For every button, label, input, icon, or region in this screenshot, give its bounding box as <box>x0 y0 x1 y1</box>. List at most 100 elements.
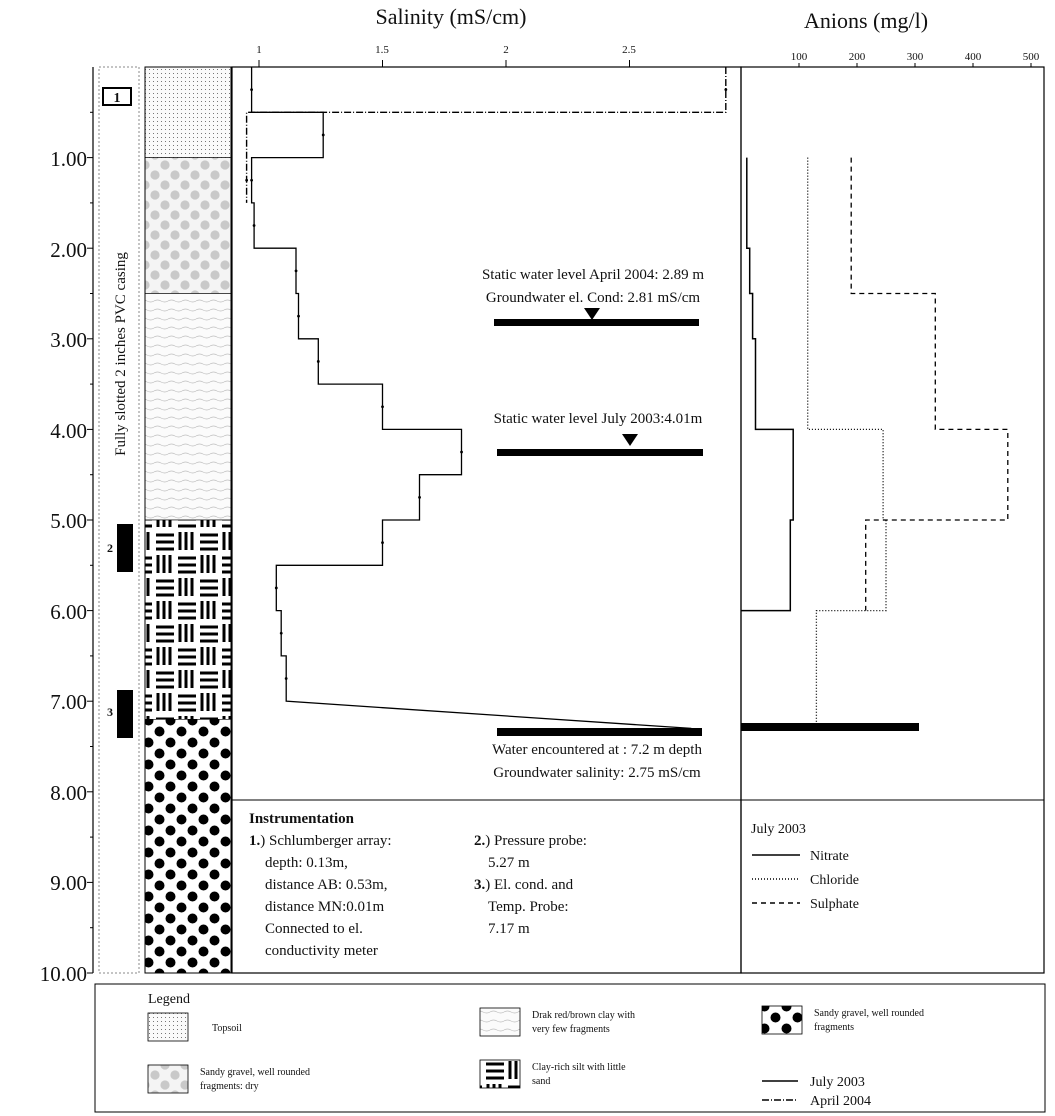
instrument-text: 7.17 m <box>488 921 530 937</box>
annotation-july-line1: Static water level July 2003:4.01m <box>494 411 703 427</box>
anions-line-chloride <box>807 157 887 729</box>
instrument-2-marker: 2 <box>107 541 113 555</box>
salinity-point <box>460 450 463 454</box>
instrumentation-line: 7.17 m <box>488 921 530 937</box>
salinity-point <box>724 88 728 92</box>
instrumentation-col2: 2.) Pressure probe:5.27 m3.) El. cond. a… <box>474 833 587 937</box>
anions-tick-label: 300 <box>907 51 924 63</box>
depth-tick-labels: 1.00 2.00 3.00 4.00 5.00 6.00 7.00 8.00 … <box>40 147 87 986</box>
lithology-layer-silt <box>144 519 232 720</box>
salinity-line-july-2003 <box>250 67 692 730</box>
legend-label: Clay-rich silt with little <box>532 1062 626 1073</box>
depth-tick-label: 6.00 <box>50 600 87 624</box>
instrumentation-line: Temp. Probe: <box>488 899 569 915</box>
annotation-april-line2: Groundwater el. Cond: 2.81 mS/cm <box>486 290 700 306</box>
legend-swatch-clay <box>479 1007 521 1037</box>
instrument-text: distance AB: 0.53m, <box>265 877 388 893</box>
salinity-point <box>381 541 384 545</box>
legend-label: Sandy gravel, well rounded <box>200 1067 310 1078</box>
legend-label: Topsoil <box>212 1023 242 1034</box>
lithology-layer-clay <box>144 293 232 521</box>
instrumentation-line: distance AB: 0.53m, <box>265 877 388 893</box>
salinity-point <box>250 178 253 182</box>
salinity-point <box>321 133 325 137</box>
legend-label: Drak red/brown clay with <box>532 1010 635 1021</box>
instrument-3-marker: 3 <box>107 705 113 719</box>
instrumentation-col1: 1.) Schlumberger array: depth: 0.13m, dist… <box>249 833 392 959</box>
instrumentation-line: Connected to el. <box>265 921 363 937</box>
depth-tick-marks <box>87 111 93 974</box>
instrument-number: 3. <box>474 877 486 893</box>
lithology-column-frame <box>144 66 232 974</box>
anions-axis-title: Anions (mg/l) <box>804 8 928 33</box>
annotation-water-line2: Groundwater salinity: 2.75 mS/cm <box>493 765 701 781</box>
lithology-column <box>144 66 232 974</box>
instrument-text: Connected to el. <box>265 921 363 937</box>
lithology-layer-gravel <box>144 719 232 974</box>
anions-legend-title: July 2003 <box>751 822 806 837</box>
instrument-1-box <box>102 87 132 106</box>
instrument-number: 1. <box>249 833 261 849</box>
legend-label: Sandy gravel, well rounded <box>814 1008 924 1019</box>
instrument-2-block <box>117 524 133 572</box>
water-level-marker-april-2004 <box>584 308 600 320</box>
anions-legend-label: Sulphate <box>810 897 859 912</box>
depth-tick-label: 10.00 <box>40 962 87 986</box>
anions-line-nitrate <box>741 157 794 612</box>
legend-label: very few fragments <box>532 1024 610 1035</box>
anions-plot-frame <box>740 66 1045 974</box>
instrument-text: depth: 0.13m, <box>265 855 348 871</box>
instrument-1-marker: 1 <box>114 91 121 106</box>
salinity-axis-title: Salinity (mS/cm) <box>376 4 527 29</box>
instrument-text: Temp. Probe: <box>488 899 569 915</box>
anions-tick-label: 200 <box>849 51 866 63</box>
salinity-tick-label: 1.5 <box>375 44 389 56</box>
anions-series <box>741 157 1009 729</box>
salinity-point <box>297 314 300 318</box>
instrument-3-block <box>117 690 133 738</box>
salinity-line-april-2004 <box>245 67 727 203</box>
lithology-layer-topsoil <box>144 66 232 158</box>
anions-tick-labels: 100 200 300 400 500 <box>791 51 1040 63</box>
water-level-bar-april-2004 <box>494 319 699 326</box>
anions-tick-label: 500 <box>1023 51 1040 63</box>
salinity-tick-label: 1 <box>256 44 262 56</box>
salinity-tick-labels: 1 1.5 2 2.5 <box>256 44 636 56</box>
instrument-text: 5.27 m <box>488 855 530 871</box>
legend-frame <box>94 983 1046 1113</box>
annotation-water-line1: Water encountered at : 7.2 m depth <box>492 742 702 758</box>
legend-label: sand <box>532 1076 550 1087</box>
instrument-text: ) Pressure probe: <box>485 833 587 849</box>
water-encountered-bar <box>497 728 702 736</box>
salinity-point <box>418 495 421 499</box>
salinity-point <box>245 178 249 182</box>
instrumentation-line: 5.27 m <box>488 855 530 871</box>
annotation-april-line1: Static water level April 2004: 2.89 m <box>482 267 704 283</box>
instrumentation-line: conductivity meter <box>265 943 378 959</box>
instrumentation-line: depth: 0.13m, <box>265 855 348 871</box>
instrumentation-title: Instrumentation <box>249 811 355 827</box>
depth-tick-label: 3.00 <box>50 328 87 352</box>
instrumentation-line: 3.) El. cond. and <box>474 877 574 893</box>
depth-tick-label: 5.00 <box>50 509 87 533</box>
depth-tick-label: 7.00 <box>50 690 87 714</box>
instrument-text: ) El. cond. and <box>485 877 573 893</box>
depth-tick-label: 8.00 <box>50 781 87 805</box>
anions-line-sulphate <box>850 157 1009 611</box>
legend-label: fragments: dry <box>200 1081 259 1092</box>
lithology-layer-gravel-dry <box>144 157 232 294</box>
legend-label: fragments <box>814 1022 854 1033</box>
depth-tick-label: 2.00 <box>50 238 87 262</box>
legend-title: Legend <box>148 992 190 1007</box>
instrument-text: ) Schlumberger array: <box>260 833 391 849</box>
legend-swatch-silt <box>479 1059 521 1089</box>
legend-swatch-topsoil <box>147 1012 189 1042</box>
casing-label: Fully slotted 2 inches PVC casing <box>113 252 129 456</box>
casing-column <box>98 66 140 974</box>
depth-tick-label: 4.00 <box>50 419 87 443</box>
depth-tick-label: 1.00 <box>50 147 87 171</box>
salinity-point <box>279 631 283 635</box>
